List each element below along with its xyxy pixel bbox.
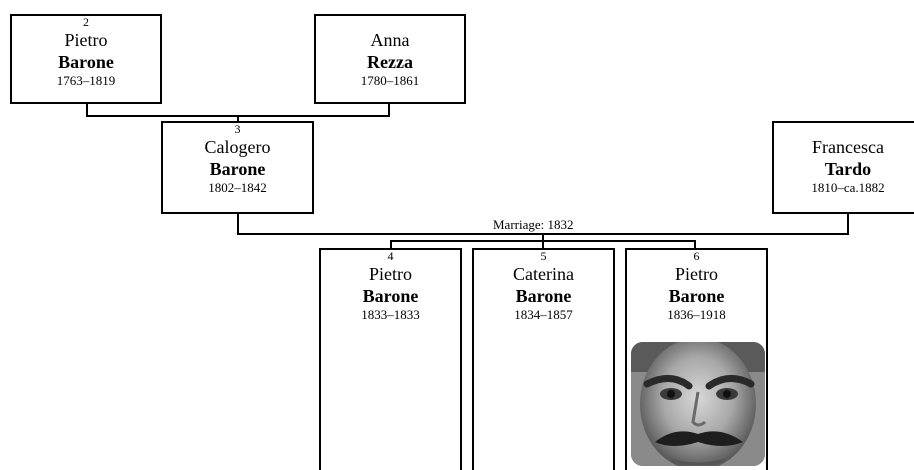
marriage-label: Marriage: 1832 xyxy=(491,217,576,232)
surname: Barone xyxy=(58,52,114,72)
life-dates: 1763–1819 xyxy=(56,73,116,88)
given-name: Caterina xyxy=(513,264,574,284)
surname: Rezza xyxy=(367,52,413,72)
children-descent-line xyxy=(542,233,544,242)
life-dates: 1802–1842 xyxy=(208,180,267,195)
person-number: 3 xyxy=(234,122,241,136)
person-number xyxy=(316,16,464,29)
person-number: 2 xyxy=(83,15,89,29)
grandparents-connector-right xyxy=(388,104,390,116)
given-name: Francesca xyxy=(812,137,884,157)
person-box-pietro-barone-1763[interactable]: 2 Pietro Barone 1763–1819 xyxy=(10,14,162,104)
life-dates: 1833–1833 xyxy=(361,307,420,322)
child-connector-2 xyxy=(542,240,544,248)
given-name: Pietro xyxy=(64,30,108,50)
grandparents-connector-left xyxy=(86,104,88,116)
life-dates: 1810–ca.1882 xyxy=(811,180,885,195)
surname: Barone xyxy=(668,286,725,306)
life-dates: 1834–1857 xyxy=(514,307,573,322)
child-connector-3 xyxy=(694,240,696,248)
portrait-photo[interactable] xyxy=(631,342,765,466)
given-name: Calogero xyxy=(204,137,271,157)
person-number: 6 xyxy=(693,249,700,263)
person-box-anna-rezza[interactable]: Anna Rezza 1780–1861 xyxy=(314,14,466,104)
person-number: 5 xyxy=(540,249,547,263)
surname: Barone xyxy=(515,286,572,306)
surname: Barone xyxy=(209,159,266,179)
person-box-caterina-barone[interactable]: 5 Caterina Barone 1834–1857 xyxy=(472,248,615,470)
given-name: Anna xyxy=(370,30,410,50)
person-number: 4 xyxy=(387,249,394,263)
parent-connector-right xyxy=(847,213,849,235)
person-box-pietro-barone-1836[interactable]: 6 Pietro Barone 1836–1918 xyxy=(625,248,768,470)
life-dates: 1836–1918 xyxy=(667,307,726,322)
child-connector-1 xyxy=(390,240,392,248)
portrait-illustration xyxy=(631,342,765,466)
person-box-calogero-barone[interactable]: 3 Calogero Barone 1802–1842 xyxy=(161,121,314,214)
parent-connector-left xyxy=(237,213,239,235)
person-box-pietro-barone-1833[interactable]: 4 Pietro Barone 1833–1833 xyxy=(319,248,462,470)
surname: Barone xyxy=(362,286,419,306)
given-name: Pietro xyxy=(675,264,718,284)
grandparents-descent-line xyxy=(237,115,239,121)
surname: Tardo xyxy=(824,159,872,179)
person-box-francesca-tardo[interactable]: Francesca Tardo 1810–ca.1882 xyxy=(772,121,914,214)
life-dates: 1780–1861 xyxy=(360,73,420,88)
person-number xyxy=(774,123,914,136)
given-name: Pietro xyxy=(369,264,412,284)
